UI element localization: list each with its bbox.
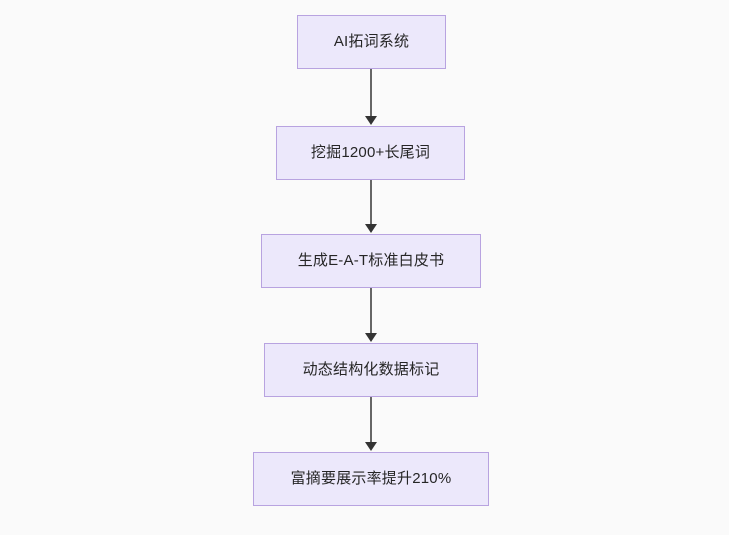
flowchart-edge-4 — [370, 397, 372, 444]
flowchart-node-5[interactable]: 富摘要展示率提升210% — [253, 452, 489, 506]
flowchart-edge-3 — [370, 288, 372, 335]
flowchart-node-1-label: AI拓词系统 — [333, 33, 410, 50]
arrow-down-icon — [365, 442, 377, 451]
flowchart-node-1[interactable]: AI拓词系统 — [297, 15, 446, 69]
flowchart-node-2[interactable]: 挖掘1200+长尾词 — [276, 126, 465, 180]
flowchart-node-5-label: 富摘要展示率提升210% — [290, 470, 452, 487]
arrow-down-icon — [365, 116, 377, 125]
flowchart-node-3[interactable]: 生成E-A-T标准白皮书 — [261, 234, 481, 288]
arrow-down-icon — [365, 333, 377, 342]
flowchart-node-3-label: 生成E-A-T标准白皮书 — [297, 252, 445, 269]
flowchart-node-2-label: 挖掘1200+长尾词 — [310, 144, 431, 161]
flowchart-edge-2 — [370, 180, 372, 226]
arrow-down-icon — [365, 224, 377, 233]
flowchart-edge-1 — [370, 69, 372, 118]
flowchart-node-4-label: 动态结构化数据标记 — [302, 361, 440, 378]
flowchart-node-4[interactable]: 动态结构化数据标记 — [264, 343, 478, 397]
